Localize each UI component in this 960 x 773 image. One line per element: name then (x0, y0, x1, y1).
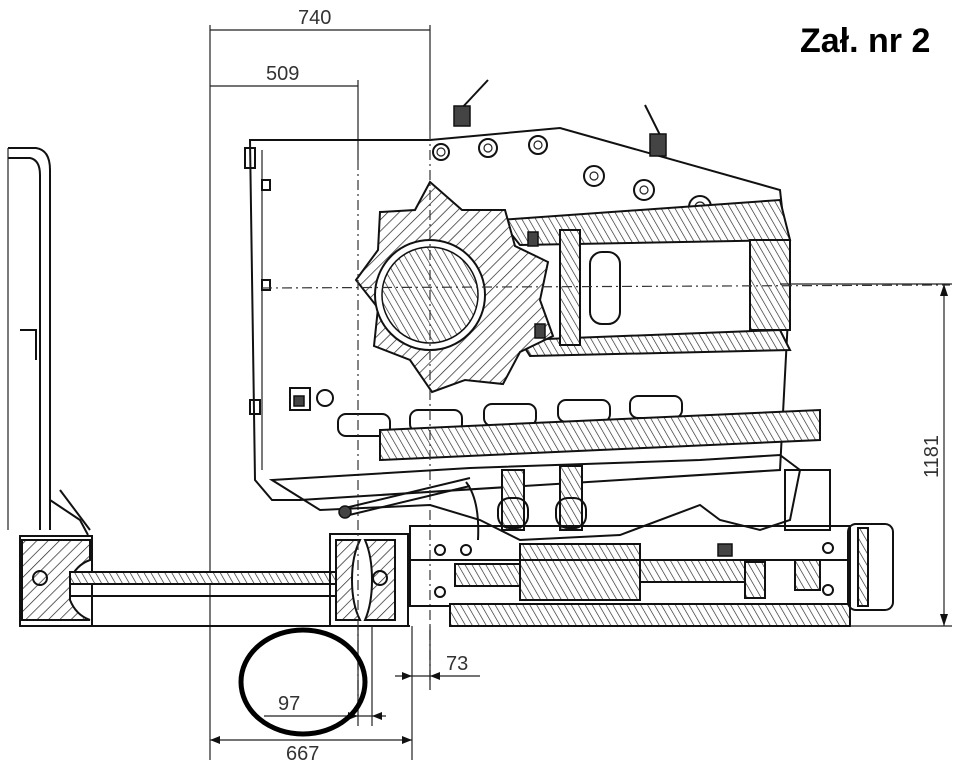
dimension-667: 667 (210, 690, 413, 765)
base-assembly (409, 523, 894, 627)
dimension-97: 97 (264, 626, 386, 726)
left-frame (7, 147, 91, 536)
dimension-509-label: 509 (266, 63, 299, 85)
top-bolts (432, 135, 712, 219)
dimension-1181: 1181 (780, 283, 952, 627)
dimension-740: 740 (209, 7, 431, 760)
center-rail-profile (329, 533, 409, 627)
machine-body (244, 79, 821, 501)
dimension-73: 73 (395, 626, 480, 690)
dimension-1181-label: 1181 (921, 435, 943, 478)
page-title: Zał. nr 2 (800, 22, 930, 60)
dimension-73-label: 73 (446, 653, 468, 675)
lifting-eye-left (453, 79, 489, 127)
dimension-509: 509 (210, 63, 359, 160)
highlight-circle (238, 627, 368, 737)
lifting-eye-right (644, 104, 667, 157)
lower-carriage (268, 453, 831, 542)
dimension-740-label: 740 (298, 7, 331, 29)
dimension-97-label: 97 (278, 693, 300, 715)
left-rail-profile (19, 535, 410, 627)
center-line (261, 284, 951, 289)
dimension-667-label: 667 (286, 743, 319, 765)
